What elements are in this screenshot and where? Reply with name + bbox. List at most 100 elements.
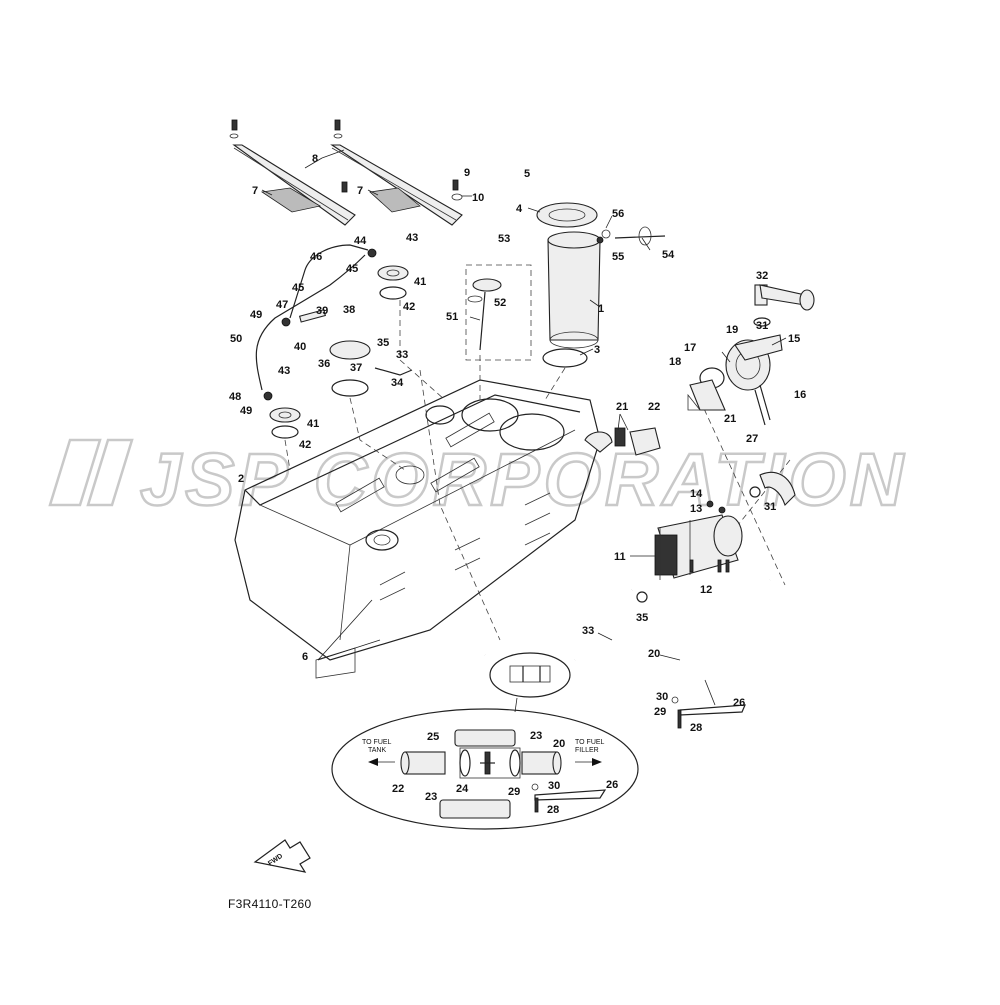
callout-30[interactable]: 30 bbox=[656, 691, 668, 703]
callout-36[interactable]: 36 bbox=[318, 358, 330, 370]
callout-7a[interactable]: 7 bbox=[252, 185, 258, 197]
callout-27[interactable]: 27 bbox=[746, 433, 758, 445]
inset-callout-24[interactable]: 24 bbox=[456, 783, 469, 795]
leader-lines bbox=[261, 149, 787, 706]
callout-21b[interactable]: 21 bbox=[724, 413, 736, 425]
plate-36-37 bbox=[329, 340, 371, 397]
fuel-hose-22 bbox=[584, 427, 661, 456]
vent-rings-upper bbox=[377, 265, 409, 300]
inset-callout-29[interactable]: 29 bbox=[508, 786, 520, 798]
callout-17[interactable]: 17 bbox=[684, 342, 696, 354]
inset-callout-20[interactable]: 20 bbox=[553, 738, 565, 750]
callout-3[interactable]: 3 bbox=[594, 344, 600, 356]
diagram-code: F3R4110-T260 bbox=[228, 897, 311, 911]
callout-39[interactable]: 39 bbox=[316, 305, 328, 317]
callout-38[interactable]: 38 bbox=[343, 304, 355, 316]
pad-left bbox=[260, 187, 322, 213]
callout-55[interactable]: 55 bbox=[612, 251, 624, 263]
callout-29[interactable]: 29 bbox=[654, 706, 666, 718]
callout-2[interactable]: 2 bbox=[238, 473, 244, 485]
callout-42b[interactable]: 42 bbox=[299, 439, 311, 451]
inset-callout-30[interactable]: 30 bbox=[548, 780, 560, 792]
callout-31a[interactable]: 31 bbox=[756, 320, 768, 332]
inset-callout-28[interactable]: 28 bbox=[547, 804, 559, 816]
detail-callout bbox=[489, 652, 571, 698]
pad-right bbox=[369, 187, 421, 213]
inset-callout-23b[interactable]: 23 bbox=[425, 791, 437, 803]
sensor-54 bbox=[596, 226, 666, 246]
inset-callout-25[interactable]: 25 bbox=[427, 731, 439, 743]
callout-13[interactable]: 13 bbox=[690, 503, 702, 515]
callout-11[interactable]: 11 bbox=[614, 551, 626, 563]
callout-10[interactable]: 10 bbox=[472, 192, 484, 204]
watermark-text: JSP CORPORATION bbox=[140, 438, 907, 521]
callout-7b[interactable]: 7 bbox=[357, 185, 363, 197]
filler-assembly bbox=[687, 284, 815, 426]
callout-48[interactable]: 48 bbox=[229, 391, 241, 403]
fuel-gauge-unit bbox=[465, 264, 532, 361]
callout-49b[interactable]: 49 bbox=[240, 405, 252, 417]
callout-15[interactable]: 15 bbox=[788, 333, 800, 345]
callout-33b[interactable]: 33 bbox=[396, 349, 408, 361]
callout-47[interactable]: 47 bbox=[276, 299, 288, 311]
callout-41a[interactable]: 41 bbox=[414, 276, 426, 288]
callout-19[interactable]: 19 bbox=[726, 324, 738, 336]
callout-43a[interactable]: 43 bbox=[406, 232, 418, 244]
vent-hose-46 bbox=[289, 244, 369, 319]
callout-1[interactable]: 1 bbox=[598, 303, 604, 315]
callout-5[interactable]: 5 bbox=[524, 168, 530, 180]
callout-46[interactable]: 46 bbox=[310, 251, 322, 263]
callout-4[interactable]: 4 bbox=[516, 203, 523, 215]
decal bbox=[315, 647, 356, 679]
callout-45a[interactable]: 45 bbox=[346, 263, 358, 275]
inset-to-fuel-tank-line2: TANK bbox=[368, 747, 386, 754]
callout-20[interactable]: 20 bbox=[648, 648, 660, 660]
inset-callout-26[interactable]: 26 bbox=[606, 779, 618, 791]
callout-labels: 1 2 3 4 5 6 7 7 8 9 10 11 12 13 14 15 16… bbox=[229, 153, 806, 816]
fuel-tank bbox=[234, 379, 601, 661]
inset-parts bbox=[400, 729, 607, 819]
fwd-arrow: FWD bbox=[253, 839, 311, 873]
inset-callout-22[interactable]: 22 bbox=[392, 783, 404, 795]
callout-18[interactable]: 18 bbox=[669, 356, 681, 368]
callout-43b[interactable]: 43 bbox=[278, 365, 290, 377]
elbow-27 bbox=[759, 471, 796, 507]
callout-52[interactable]: 52 bbox=[494, 297, 506, 309]
callout-53[interactable]: 53 bbox=[498, 233, 510, 245]
inset-to-fuel-tank-line1: TO FUEL bbox=[362, 739, 392, 746]
callout-28[interactable]: 28 bbox=[690, 722, 702, 734]
callout-50[interactable]: 50 bbox=[230, 333, 242, 345]
callout-26[interactable]: 26 bbox=[733, 697, 745, 709]
callout-34[interactable]: 34 bbox=[391, 377, 404, 389]
callout-49a[interactable]: 49 bbox=[250, 309, 262, 321]
callout-14[interactable]: 14 bbox=[690, 488, 703, 500]
callout-35a[interactable]: 35 bbox=[636, 612, 648, 624]
callout-21a[interactable]: 21 bbox=[616, 401, 628, 413]
callout-8[interactable]: 8 bbox=[312, 153, 318, 165]
callout-42a[interactable]: 42 bbox=[403, 301, 415, 313]
inset-ellipse[interactable] bbox=[331, 708, 639, 830]
callout-54[interactable]: 54 bbox=[662, 249, 675, 261]
callout-31b[interactable]: 31 bbox=[764, 501, 776, 513]
callout-56[interactable]: 56 bbox=[612, 208, 624, 220]
vent-hose-50 bbox=[255, 254, 366, 391]
callout-40[interactable]: 40 bbox=[294, 341, 306, 353]
callout-37[interactable]: 37 bbox=[350, 362, 362, 374]
callout-12[interactable]: 12 bbox=[700, 584, 712, 596]
inset-callout-23a[interactable]: 23 bbox=[530, 730, 542, 742]
callout-41b[interactable]: 41 bbox=[307, 418, 319, 430]
inset-to-fuel-tank: TO FUEL TANK bbox=[362, 739, 393, 754]
fuel-sender bbox=[536, 202, 601, 368]
callout-44[interactable]: 44 bbox=[354, 235, 367, 247]
callout-22[interactable]: 22 bbox=[648, 401, 660, 413]
callout-33a[interactable]: 33 bbox=[582, 625, 594, 637]
callout-6[interactable]: 6 bbox=[302, 651, 308, 663]
callout-51[interactable]: 51 bbox=[446, 311, 458, 323]
callout-35b[interactable]: 35 bbox=[377, 337, 389, 349]
inset-to-fuel-filler-line1: TO FUEL bbox=[575, 739, 605, 746]
callout-45b[interactable]: 45 bbox=[292, 282, 304, 294]
callout-16[interactable]: 16 bbox=[794, 389, 806, 401]
callout-32[interactable]: 32 bbox=[756, 270, 768, 282]
callout-9[interactable]: 9 bbox=[464, 167, 470, 179]
